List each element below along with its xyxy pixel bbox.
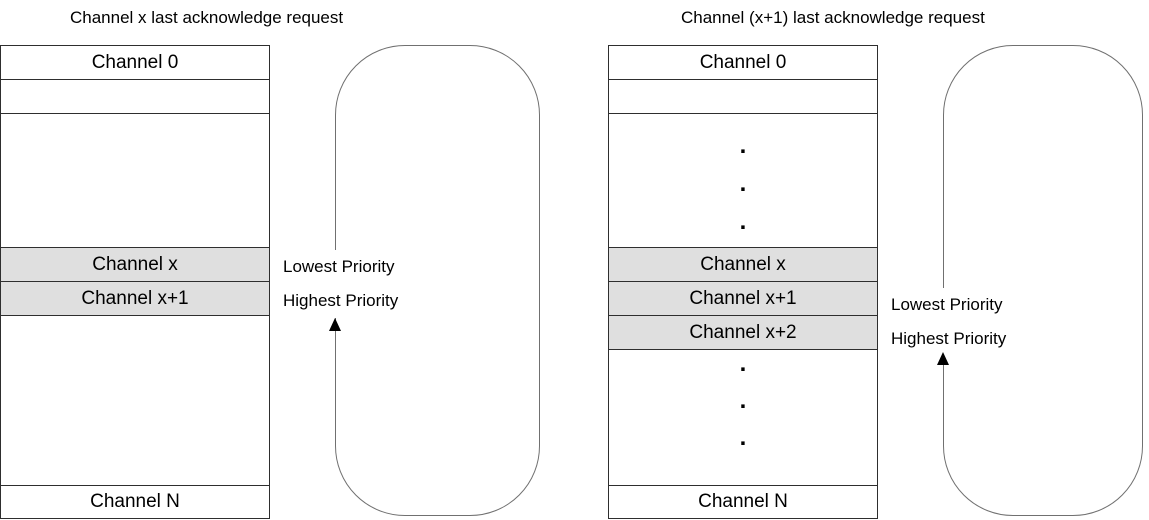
table-row-channel-0: Channel 0 <box>609 46 877 80</box>
lowest-priority-label: Lowest Priority <box>283 257 395 276</box>
left-diagram-title: Channel x last acknowledge request <box>70 8 344 27</box>
lowest-priority-label: Lowest Priority <box>891 295 1003 314</box>
up-arrow-icon <box>329 318 341 331</box>
table-row-channel-n: Channel N <box>609 486 877 518</box>
right-diagram-title: Channel (x+1) last acknowledge request <box>681 8 985 27</box>
table-row-channel-0: Channel 0 <box>1 46 269 80</box>
ellipsis-dot: . <box>739 208 747 235</box>
left-channel-table: Channel 0 Channel x Channel x+1 Channel … <box>0 45 270 519</box>
up-arrow-icon <box>937 352 949 365</box>
table-row-spacer <box>1 316 269 486</box>
ellipsis-dot: . <box>739 170 747 197</box>
table-row-channel-x2: Channel x+2 <box>609 316 877 350</box>
right-channel-table: Channel 0 . . . Channel x Channel x+1 Ch… <box>608 45 878 519</box>
table-row-spacer-dots: . . . <box>609 350 877 486</box>
table-row-spacer-dots: . . . <box>609 114 877 248</box>
highest-priority-label: Highest Priority <box>891 329 1007 348</box>
right-rotation-loop <box>943 45 1143 516</box>
table-row-channel-x1: Channel x+1 <box>609 282 877 316</box>
ellipsis-dot: . <box>739 424 747 451</box>
ellipsis-dot: . <box>739 132 747 159</box>
ellipsis-dot: . <box>739 387 747 414</box>
table-row-channel-x: Channel x <box>609 248 877 282</box>
table-row-empty <box>609 80 877 114</box>
highest-priority-label: Highest Priority <box>283 291 399 310</box>
table-row-spacer <box>1 114 269 248</box>
ellipsis-dot: . <box>739 350 747 377</box>
table-row-empty <box>1 80 269 114</box>
table-row-channel-x: Channel x <box>1 248 269 282</box>
right-priority-labels: Lowest Priority Highest Priority <box>891 288 1039 356</box>
left-priority-labels: Lowest Priority Highest Priority <box>283 250 431 318</box>
table-row-channel-n: Channel N <box>1 486 269 518</box>
table-row-channel-x1: Channel x+1 <box>1 282 269 316</box>
